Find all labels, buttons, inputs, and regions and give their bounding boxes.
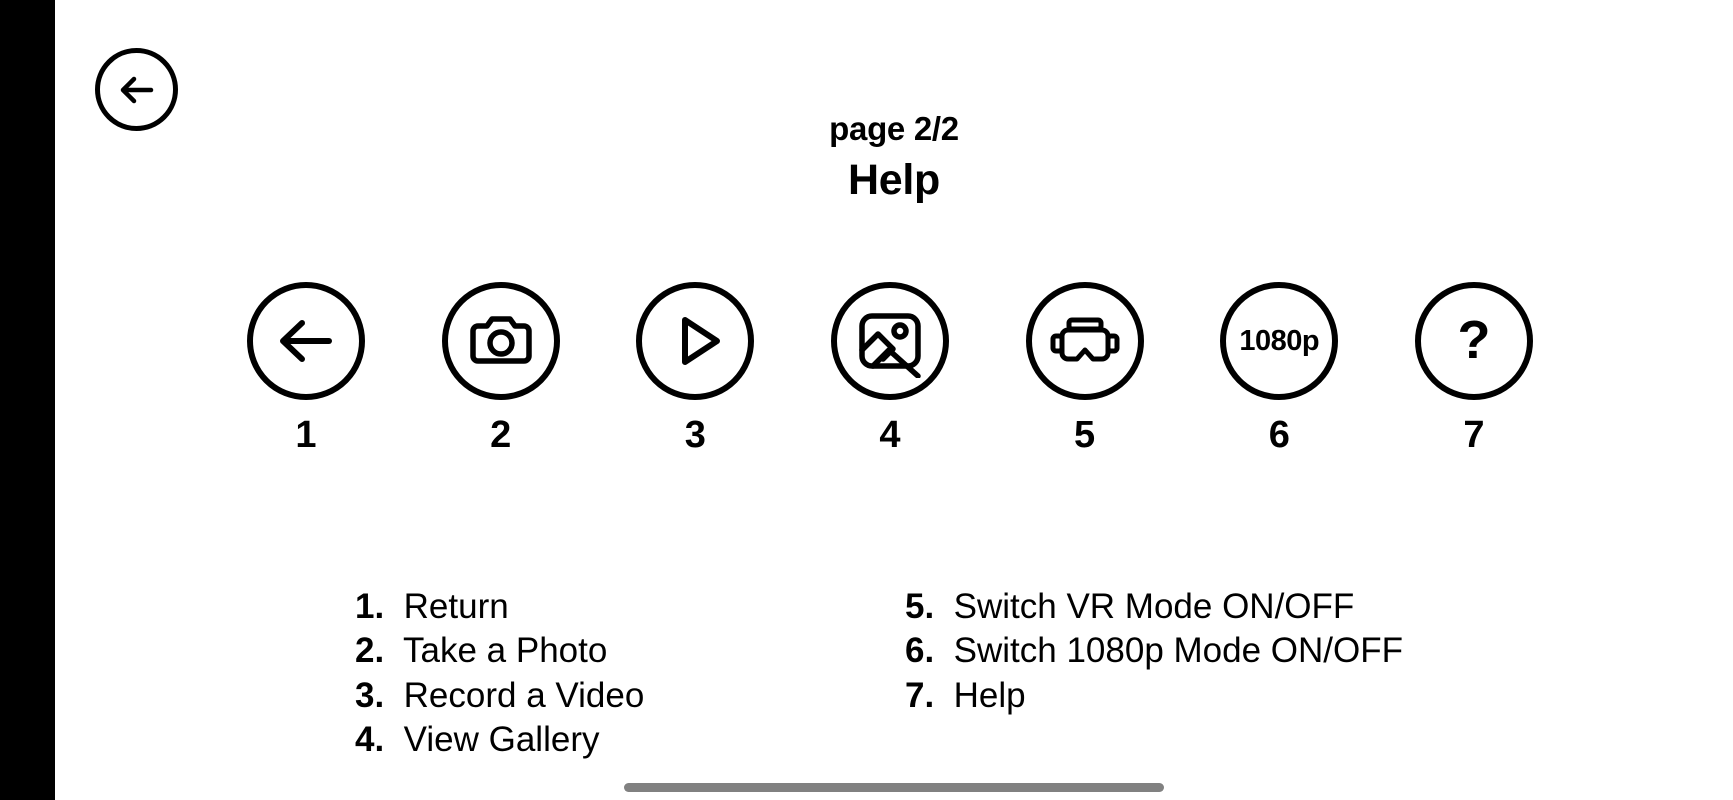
page-indicator: page 2/2	[829, 110, 959, 147]
legend-item: 2. Take a Photo	[355, 629, 775, 673]
legend-item-label: Return	[403, 587, 509, 626]
arrow-left-icon	[271, 306, 341, 376]
icon-number-1: 1	[295, 414, 317, 456]
icon-number-5: 5	[1074, 414, 1096, 456]
question-mark-icon: ?	[1457, 310, 1491, 370]
icon-cell-7: ? 7	[1408, 282, 1540, 454]
icon-number-2: 2	[490, 414, 512, 456]
image-gallery-icon	[853, 304, 927, 378]
back-button[interactable]	[95, 48, 178, 131]
resolution-mode-button[interactable]: 1080p	[1220, 282, 1339, 400]
legend-item-label: Help	[953, 675, 1026, 715]
return-button[interactable]	[247, 282, 365, 400]
legend-column-right: 5. Switch VR Mode ON/OFF 6. Switch 1080p…	[905, 585, 1465, 763]
icon-cell-1: 1	[240, 282, 372, 454]
legend-item: 6. Switch 1080p Mode ON/OFF	[905, 629, 1465, 673]
view-gallery-button[interactable]	[830, 282, 949, 400]
legend-item: 4. View Gallery	[355, 718, 775, 762]
legend: 1. Return 2. Take a Photo 3. Record a Vi…	[355, 585, 1535, 763]
legend-item-number: 4.	[355, 720, 394, 760]
play-icon	[661, 307, 729, 375]
icon-number-6: 6	[1268, 414, 1290, 456]
header-block: page 2/2 Help	[55, 110, 1733, 208]
icon-number-3: 3	[684, 414, 706, 456]
icon-cell-5: 5	[1019, 282, 1151, 454]
icon-cell-4: 4	[824, 282, 956, 454]
legend-item-label: Take a Photo	[403, 631, 608, 671]
legend-item-number: 6.	[905, 631, 944, 671]
resolution-text-icon: 1080p	[1239, 324, 1320, 357]
legend-item-label: Switch VR Mode ON/OFF	[953, 587, 1355, 626]
legend-item-number: 7.	[905, 675, 944, 715]
icon-cell-6: 1080p 6	[1213, 282, 1345, 454]
home-indicator[interactable]	[624, 783, 1164, 792]
take-photo-button[interactable]	[441, 282, 560, 400]
arrow-left-circle-icon	[113, 66, 161, 114]
legend-item: 5. Switch VR Mode ON/OFF	[905, 585, 1465, 629]
icon-cell-2: 2	[435, 282, 567, 454]
device-bezel-left	[0, 0, 55, 800]
legend-column-left: 1. Return 2. Take a Photo 3. Record a Vi…	[355, 585, 775, 763]
legend-item-number: 3.	[355, 675, 394, 715]
legend-item-number: 2.	[355, 631, 394, 671]
camera-icon	[465, 305, 537, 377]
legend-item-label: Record a Video	[403, 675, 645, 715]
icon-row: 1 2	[240, 282, 1540, 454]
icon-number-4: 4	[879, 414, 901, 456]
legend-item-label: View Gallery	[403, 720, 600, 760]
legend-item: 7. Help	[905, 674, 1465, 718]
vr-mode-button[interactable]	[1025, 282, 1144, 400]
page-title: Help	[848, 155, 940, 204]
vr-headset-icon	[1047, 303, 1123, 379]
legend-item: 1. Return	[355, 585, 775, 629]
legend-item-number: 5.	[905, 587, 944, 626]
legend-item-label: Switch 1080p Mode ON/OFF	[953, 631, 1403, 671]
record-video-button[interactable]	[636, 282, 755, 400]
help-button[interactable]: ?	[1414, 282, 1533, 400]
page-body: page 2/2 Help 1	[55, 0, 1733, 800]
icon-number-7: 7	[1463, 414, 1485, 456]
legend-item: 3. Record a Video	[355, 674, 775, 718]
legend-item-number: 1.	[355, 587, 394, 626]
icon-cell-3: 3	[629, 282, 761, 454]
